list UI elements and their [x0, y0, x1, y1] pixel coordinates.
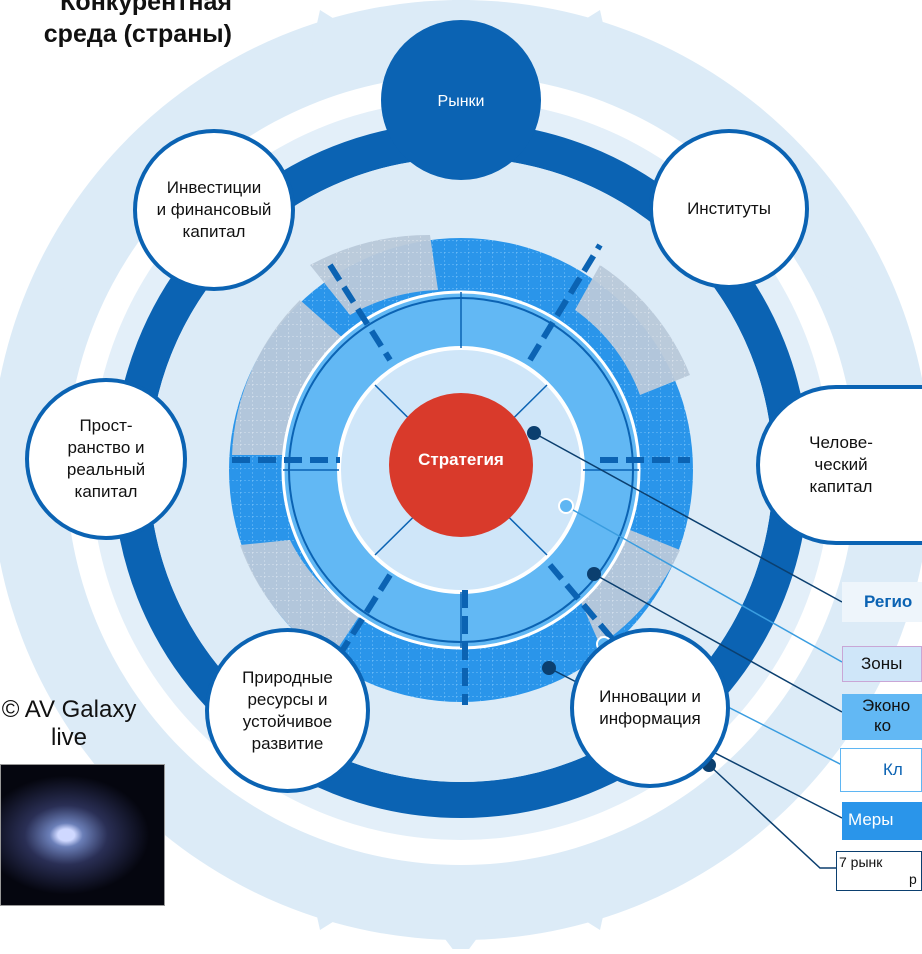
- legend-measures-text: Меры: [848, 810, 894, 829]
- node-markets: Рынки: [437, 93, 485, 110]
- legend-econ-line2: ко: [874, 716, 892, 735]
- legend-regions-text: Регио: [864, 592, 913, 611]
- node-markets-bg: [381, 20, 541, 180]
- legend-markets7-line2: р: [909, 871, 917, 887]
- node-investments: Инвестиции и финансовый капитал: [133, 129, 295, 291]
- grey-segment-se: [580, 530, 680, 645]
- strategy-circle: [389, 393, 533, 537]
- ring-spokes: [283, 292, 639, 648]
- legend-econ: Эконо ко: [842, 694, 922, 740]
- legend-measures: Меры: [842, 802, 922, 840]
- node-space: Прост- ранство и реальный капитал: [25, 378, 187, 540]
- legend-econ-line1: Эконо: [862, 696, 911, 715]
- grey-segment-ne: [575, 265, 690, 395]
- legend-regions: Регио: [842, 582, 922, 622]
- node-human: Челове- ческий капитал: [756, 385, 922, 545]
- grey-segment-w: [232, 300, 345, 455]
- diagram-title: Конкурентная среда (страны): [43, 0, 232, 48]
- grey-segment-sw: [240, 540, 360, 660]
- galaxy-image: [0, 764, 165, 906]
- strategy-label: Стратегия: [418, 450, 504, 469]
- legend-markets7-line1: 7 рынк: [839, 854, 883, 870]
- legend-markets7: 7 рынк р: [836, 851, 922, 891]
- legend-zones: Зоны: [842, 646, 922, 682]
- node-institutes: Институты: [649, 129, 809, 289]
- legend-clusters: Кл: [840, 748, 922, 792]
- legend-zones-text: Зоны: [861, 654, 903, 673]
- node-natural: Природные ресурсы и устойчивое развитие: [205, 628, 370, 793]
- connector-dots: [527, 426, 716, 772]
- credit-text: © AV Galaxy live: [1, 696, 137, 751]
- grey-segment-nw: [310, 234, 438, 315]
- legend-clusters-text: Кл: [883, 760, 903, 779]
- node-innovation: Инновации и информация: [570, 628, 730, 788]
